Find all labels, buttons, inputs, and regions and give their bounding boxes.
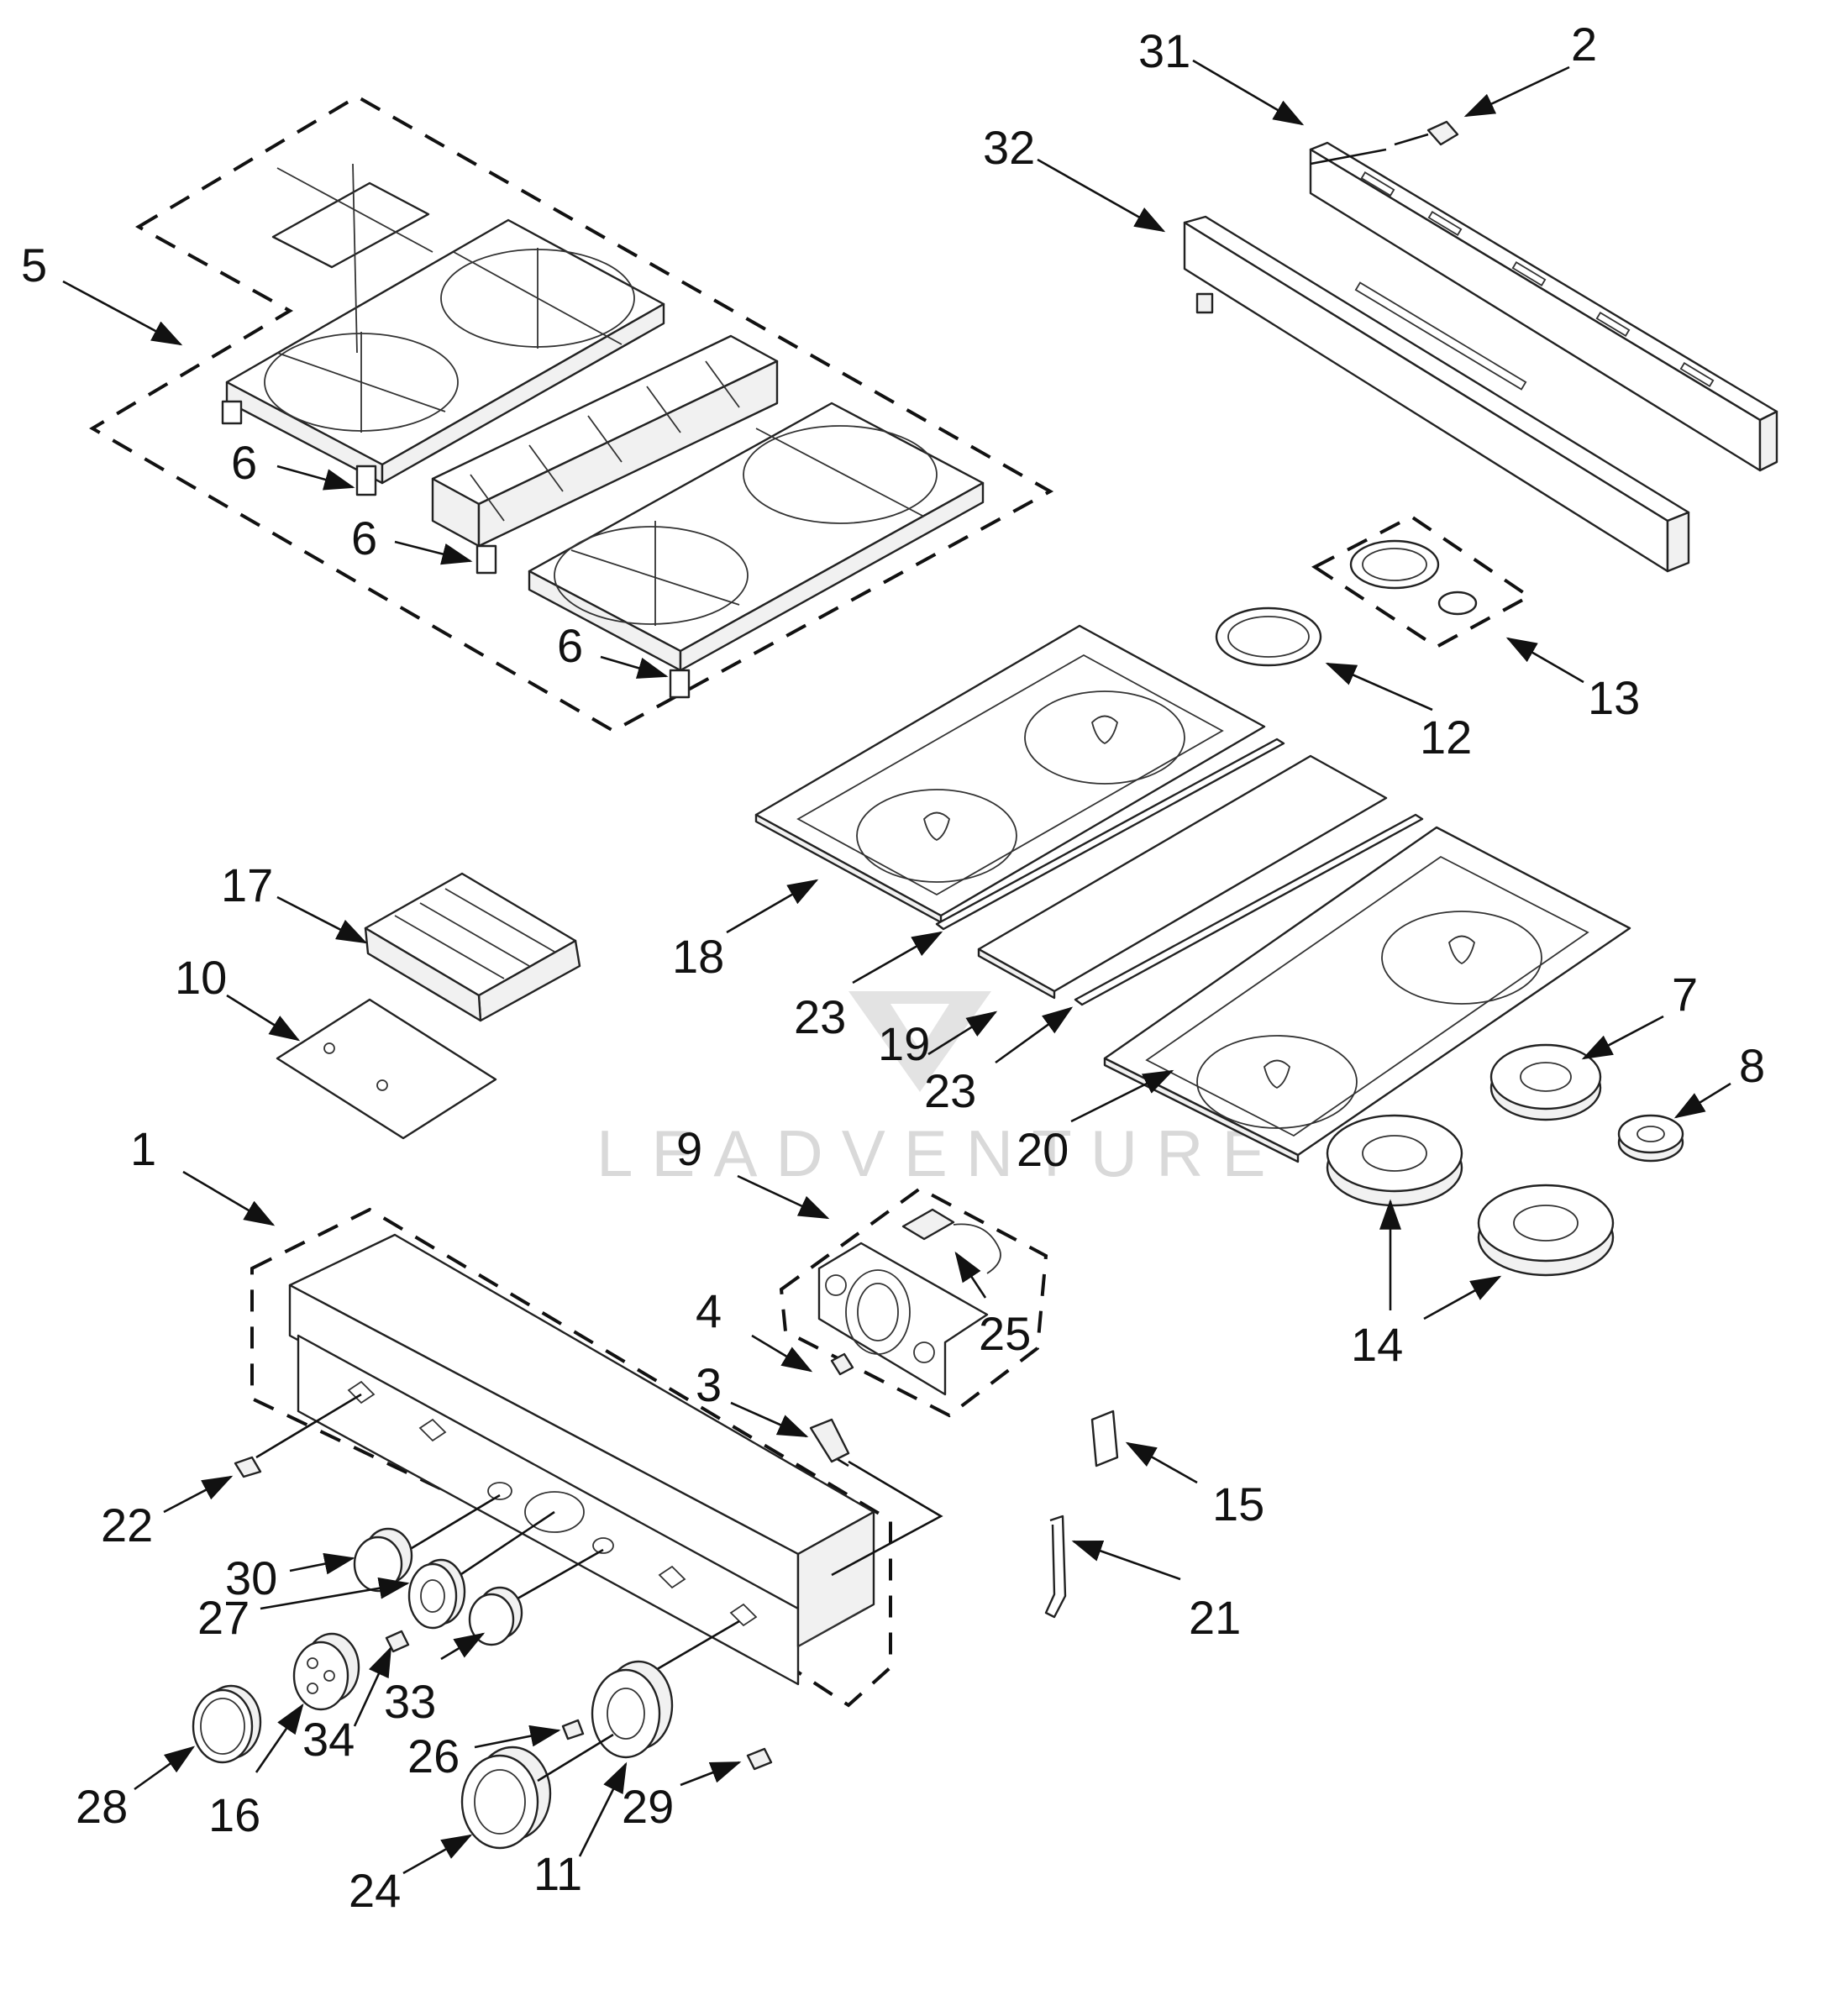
label-9: 9 (676, 1122, 702, 1175)
label-25: 25 (979, 1307, 1031, 1360)
label-10: 10 (175, 951, 227, 1004)
grate-assembly-boundary (89, 94, 1054, 733)
label-19: 19 (878, 1017, 930, 1070)
screw-3 (809, 1418, 850, 1463)
label-33: 33 (384, 1675, 436, 1728)
label-2: 2 (1571, 18, 1597, 71)
leader-lines (62, 59, 1731, 1875)
label-22: 22 (101, 1499, 153, 1551)
label-3: 3 (696, 1358, 722, 1411)
label-7: 7 (1672, 968, 1698, 1021)
knob-33 (468, 1586, 523, 1646)
bracket-15 (1090, 1410, 1119, 1467)
label-17: 17 (221, 858, 273, 911)
label-30: 30 (225, 1551, 277, 1604)
trim-strip-23-lower (1074, 813, 1424, 1006)
label-8: 8 (1739, 1039, 1765, 1092)
label-23b: 23 (924, 1064, 976, 1117)
label-13: 13 (1588, 671, 1640, 724)
label-23a: 23 (794, 990, 846, 1043)
label-29: 29 (622, 1780, 674, 1833)
center-panel-19 (977, 754, 1388, 1000)
label-24: 24 (349, 1864, 401, 1917)
insulator-sheet-10 (276, 998, 497, 1140)
label-5: 5 (21, 239, 47, 291)
label-6b: 6 (351, 512, 377, 564)
knob-16 (292, 1632, 360, 1711)
bracket-21 (1044, 1515, 1067, 1619)
label-12: 12 (1420, 711, 1472, 764)
bezel-27 (407, 1558, 466, 1630)
burner-7 (1489, 1043, 1602, 1121)
label-1: 1 (130, 1122, 156, 1175)
watermark-text: LEADVENTURE (596, 1116, 1284, 1190)
grate-right (528, 402, 985, 699)
screw-26 (561, 1719, 585, 1740)
knob-11 (591, 1660, 674, 1759)
label-14: 14 (1351, 1318, 1403, 1371)
label-6a: 6 (231, 436, 257, 489)
grate-assembly (89, 94, 1054, 733)
ring-28 (192, 1684, 262, 1764)
label-11: 11 (533, 1847, 582, 1900)
burner-cap-12 (1215, 606, 1322, 667)
burner-cap-set-13 (1311, 514, 1532, 649)
label-4: 4 (696, 1284, 722, 1337)
knob-24 (460, 1733, 614, 1850)
trim-strip-23-upper (935, 738, 1285, 931)
screw-22 (234, 1456, 262, 1478)
label-28: 28 (76, 1780, 128, 1833)
burner-14-left (1326, 1114, 1463, 1207)
burner-8 (1617, 1114, 1684, 1163)
label-21: 21 (1189, 1591, 1241, 1644)
label-6c: 6 (557, 619, 583, 672)
knob-30 (353, 1527, 413, 1593)
burner-14-right (1477, 1184, 1615, 1277)
label-26: 26 (407, 1730, 460, 1782)
label-34: 34 (302, 1713, 355, 1766)
label-32: 32 (983, 121, 1035, 174)
grate-middle (431, 334, 779, 575)
screw-29 (746, 1747, 773, 1771)
watermark: LEADVENTURE (596, 991, 1284, 1190)
cross-grate-piece (271, 163, 433, 354)
callout-labels: 31 2 32 5 6 6 6 13 12 17 10 18 23 19 23 … (21, 18, 1765, 1917)
label-15: 15 (1212, 1478, 1264, 1530)
label-20: 20 (1017, 1123, 1069, 1176)
back-trim-31 (1309, 141, 1778, 472)
screw-2 (1310, 120, 1459, 165)
module-assembly-9 (779, 1186, 1048, 1418)
label-27: 27 (197, 1591, 250, 1644)
control-board-17 (364, 872, 581, 1022)
label-16: 16 (208, 1788, 260, 1841)
label-31: 31 (1138, 24, 1190, 77)
back-trim-32 (1183, 215, 1690, 573)
grate-left (221, 218, 665, 496)
label-18: 18 (672, 930, 724, 983)
